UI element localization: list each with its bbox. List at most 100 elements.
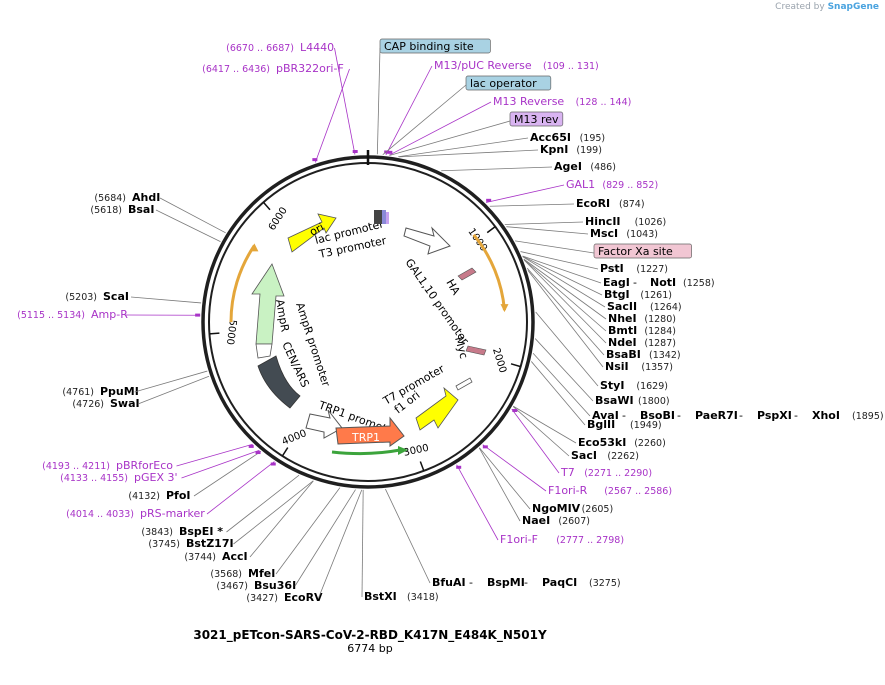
scale-tick-mark <box>486 226 496 234</box>
label-name-bstxi: BstXI <box>364 590 397 603</box>
leader-line-cap <box>376 47 381 155</box>
enzyme-label-ndei: NdeI(1287) <box>608 336 676 349</box>
label-name-f1orif: F1ori-F <box>500 533 538 546</box>
feature-label-bstxi: BstXI(3418) <box>364 590 439 603</box>
plasmid-title: 3021_pETcon-SARS-CoV-2-RBD_K417N_E484K_N… <box>193 628 547 642</box>
label-range-kpni: (199) <box>576 145 602 156</box>
label-name-naei: NaeI <box>522 514 550 527</box>
feature-box-text-lacop: lac operator <box>470 77 537 90</box>
feature-label-kpni: KpnI(199) <box>540 143 602 156</box>
label-name-bspei: BspEI * <box>179 525 223 538</box>
leader-line-pbrforeco <box>176 443 253 467</box>
label-name-bfuai-0: BfuAI <box>432 576 466 589</box>
lac-operator-block <box>374 210 382 224</box>
label-name-l4440: L4440 <box>300 41 334 54</box>
label-range-ecori: (874) <box>619 199 645 210</box>
feature-label-m13puc: M13/pUC Reverse(109 .. 131) <box>434 59 599 72</box>
label-sep-avai: - <box>622 409 626 422</box>
myc-tag-label: Myc <box>452 335 470 360</box>
label-name-bmti: BmtI <box>608 324 637 337</box>
label-range-nsii: (1357) <box>641 362 673 373</box>
feature-label-hincii: HincII(1026) <box>585 215 666 228</box>
feature-label-bsawi: BsaWI(1800) <box>595 394 670 407</box>
label-range-pbrforeco: (4193 .. 4211) <box>42 461 110 472</box>
leader-line-bsu36i <box>294 489 356 587</box>
feature-label-naei: NaeI (2607) <box>522 514 590 527</box>
feature-label-pbr322: pBR322ori-F(6417 .. 6436) <box>202 62 344 75</box>
leader-line-bglii <box>530 361 586 426</box>
label-range-nhei: (1280) <box>644 314 676 325</box>
label-range-agei: (486) <box>590 162 616 173</box>
scale-tick-mark <box>262 201 271 211</box>
feature-label-l4440: L4440(6670 .. 6687) <box>226 41 334 54</box>
label-sep-eagi: - <box>633 276 637 289</box>
feature-label-cap: CAP binding site <box>379 38 491 54</box>
trp1-promoter-arrow <box>305 409 343 439</box>
leader-line-f1orif <box>456 464 499 541</box>
label-name-bfuai-2: PaqCI <box>542 576 577 589</box>
t7-promoter-mark <box>455 377 473 391</box>
leader-line-bmti <box>523 259 607 332</box>
feature-label-bsu36i: Bsu36I(3467) <box>216 579 296 592</box>
label-range-prsmarker: (4014 .. 4033) <box>66 509 134 520</box>
leader-line-f1orir <box>482 444 547 492</box>
enzyme-label-bfuai: BfuAI - BspMI - PaqCI(3275) <box>432 576 621 589</box>
label-range-ampr_primer: (5115 .. 5134) <box>17 310 85 321</box>
feature-label-m13revbox: M13 rev <box>509 111 564 127</box>
label-range-bmti: (1284) <box>644 326 676 337</box>
enzyme-label-styi: StyI(1629) <box>600 379 668 392</box>
leader-line-ahdi <box>159 197 226 234</box>
label-name-acc65i: Acc65I <box>530 131 571 144</box>
label-range-pfoi: (4132) <box>128 491 160 502</box>
enzyme-label-eagi: EagI - NotI(1258) <box>603 276 715 289</box>
label-name-mfei: MfeI <box>248 567 275 580</box>
label-name-eagi: EagI <box>603 276 630 289</box>
leader-line-kpni <box>398 149 539 158</box>
label-range-bfuai: (3275) <box>589 578 621 589</box>
ampr-arrow <box>251 263 285 345</box>
primer-site-mark-m13puc <box>384 150 390 154</box>
feature-label-ampr_primer: Amp-R(5115 .. 5134) <box>17 308 128 321</box>
leader-line-mfei <box>275 487 341 575</box>
label-name-swai: SwaI <box>110 397 140 410</box>
feature-box-text-m13revbox: M13 rev <box>514 113 559 126</box>
primer-site-mark-prsmarker <box>270 462 276 466</box>
leader-line-swai <box>137 375 210 405</box>
leader-line-acc65i <box>398 137 529 158</box>
feature-label-mfei: MfeI(3568) <box>210 567 275 580</box>
label-range-naei: (2607) <box>558 516 590 527</box>
leader-line-prsmarker <box>206 461 275 515</box>
label-name-agei: AgeI <box>554 160 582 173</box>
primer-site-mark-f1orif <box>456 465 462 469</box>
feature-label-pgex3: pGEX 3'(4133 .. 4155) <box>60 471 177 484</box>
label-name-noti: NotI <box>650 276 676 289</box>
snapgene-logo: SnapGene <box>827 2 879 12</box>
feature-box-factorxa <box>593 243 692 259</box>
label-name-pbr322: pBR322ori-F <box>276 62 344 75</box>
label-range-bsu36i: (3467) <box>216 581 248 592</box>
ha-tag-mark <box>457 267 477 281</box>
enzyme-label-avai: AvaI - BsoBI - PaeR7I - PspXI - XhoI(189… <box>592 409 884 422</box>
label-range-psti: (1227) <box>636 264 668 275</box>
label-name-eco53ki: Eco53kI <box>578 436 626 449</box>
label-name-ahdi: AhdI <box>132 191 160 204</box>
label-name-ngomiv: NgoMIV <box>532 502 581 515</box>
feature-label-agei: AgeI (486) <box>554 160 616 173</box>
label-range-ahdi: (5684) <box>94 193 126 204</box>
label-range-ecorv: (3427) <box>246 593 278 604</box>
label-name-pgex3: pGEX 3' <box>134 471 178 484</box>
leader-line-agei <box>441 166 553 172</box>
ha-tag-label: HA <box>443 277 462 298</box>
enzyme-label-btgi: BtgI(1261) <box>604 288 672 301</box>
leader-line-bstxi <box>361 489 364 598</box>
feature-label-acc65i: Acc65I(195) <box>530 131 605 144</box>
feature-label-acci: AccI(3744) <box>184 550 247 563</box>
feature-label-ngomiv: NgoMIV(2605) <box>532 502 613 515</box>
feature-label-scai: ScaI(5203) <box>65 290 129 303</box>
ori-arrow <box>287 213 337 253</box>
feature-label-saci: SacI(2262) <box>571 449 639 462</box>
ampr-promoter-arrow <box>255 343 273 359</box>
feature-label-bspei: BspEI *(3843) <box>141 525 223 538</box>
label-name-scai: ScaI <box>103 290 129 303</box>
